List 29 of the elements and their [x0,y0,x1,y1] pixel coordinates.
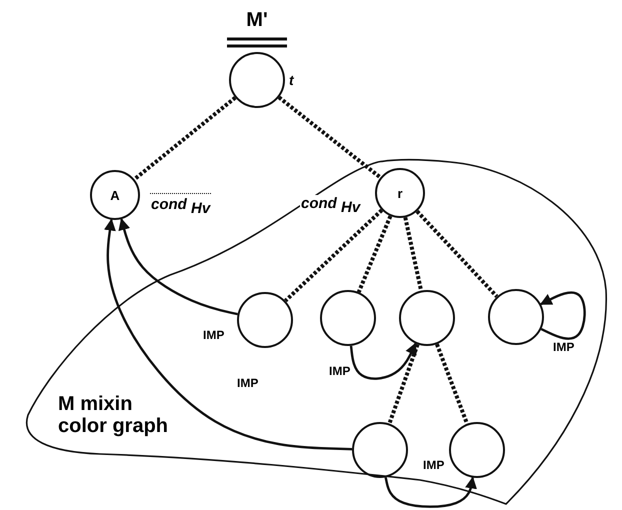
edge-label: IMP [236,376,260,390]
dashed-link [435,343,469,425]
state-circle: A [90,170,140,220]
edge-label: IMP [422,458,446,472]
dashed-link [356,215,392,293]
state-circle [399,290,455,346]
imp-arrow [104,218,352,450]
node-heading: M' [245,8,269,32]
dashed-link [388,344,420,424]
dashed-link [133,96,236,181]
node-annotation: t [289,72,294,88]
edge-label: IMP [202,328,226,342]
state-circle [320,290,376,346]
imp-arrow [540,291,586,340]
state-circle: r [375,168,425,218]
edge-label: IMP [328,364,352,378]
dashed-link [278,96,382,180]
state-circle [449,422,505,478]
region-label: M mixin color graph [58,393,168,437]
dashed-link [416,210,498,298]
imp-arrow [118,218,238,316]
state-circle [237,292,293,348]
state-circle [352,422,408,478]
imp-arrow [350,342,417,380]
dashed-link [284,208,384,302]
dashed-link [403,217,424,292]
state-circle [488,289,544,345]
imp-arrow [384,476,477,508]
edge-label: IMP [552,340,576,354]
